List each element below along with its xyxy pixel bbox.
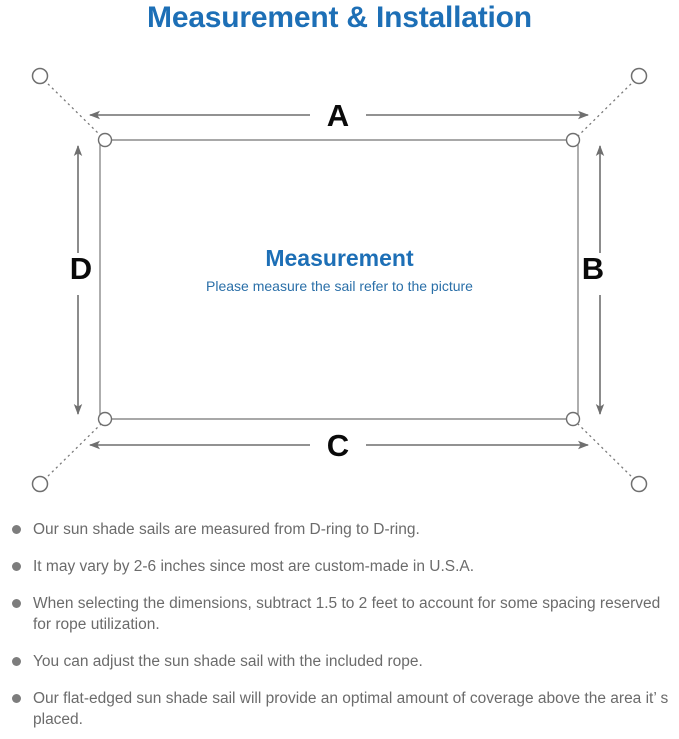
dimension-a-label: A [326, 98, 350, 133]
bullet-icon [12, 694, 21, 703]
page-title: Measurement & Installation [147, 1, 532, 34]
bullet-icon [12, 657, 21, 666]
bullet-icon [12, 599, 21, 608]
anchor-points [31, 67, 648, 493]
rope-line-bottom-left [43, 423, 102, 481]
list-item: Our sun shade sails are measured from D-… [0, 519, 679, 540]
notes-list: Our sun shade sails are measured from D-… [0, 519, 679, 730]
sail-measurement-heading: Measurement [265, 245, 414, 271]
list-item-text: It may vary by 2-6 inches since most are… [33, 558, 475, 575]
d-ring-top-right [565, 132, 581, 148]
measurement-diagram: Measurement Please measure the sail refe… [0, 48, 679, 513]
list-item: When selecting the dimensions, subtract … [0, 593, 679, 635]
rope-line-top-right [577, 79, 636, 137]
list-item-text: Our flat-edged sun shade sail will provi… [33, 690, 669, 728]
d-ring-bottom-right [565, 411, 581, 427]
list-item-text: Our sun shade sails are measured from D-… [33, 521, 420, 538]
list-item: It may vary by 2-6 inches since most are… [0, 556, 679, 577]
bullet-icon [12, 562, 21, 571]
d-ring-top-left [97, 132, 113, 148]
d-rings [97, 132, 581, 427]
bullet-icon [12, 525, 21, 534]
anchor-point-top-right [630, 67, 648, 85]
anchor-point-bottom-left [31, 475, 49, 493]
dimension-c-label: C [326, 428, 350, 463]
sail-measurement-subheading: Please measure the sail refer to the pic… [206, 278, 473, 294]
d-ring-bottom-left [97, 411, 113, 427]
anchor-point-bottom-right [630, 475, 648, 493]
list-item: You can adjust the sun shade sail with t… [0, 651, 679, 672]
list-item-text: When selecting the dimensions, subtract … [33, 595, 661, 633]
list-item: Our flat-edged sun shade sail will provi… [0, 688, 679, 730]
dimension-d-label: D [69, 251, 93, 286]
dimension-b-label: B [581, 251, 605, 286]
rope-line-bottom-right [577, 423, 636, 481]
rope-lines [43, 79, 636, 481]
list-item-text: You can adjust the sun shade sail with t… [33, 653, 423, 670]
measurement-diagram-svg [31, 67, 648, 493]
anchor-point-top-left [31, 67, 49, 85]
rope-line-top-left [43, 79, 102, 137]
